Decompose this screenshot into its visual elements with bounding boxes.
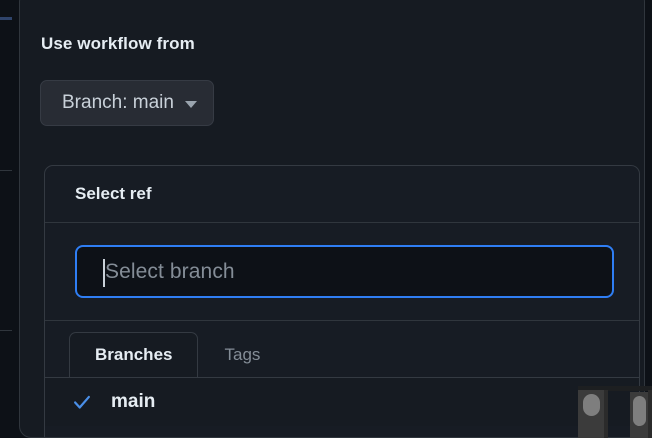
scrollbar-thumb-outer[interactable] xyxy=(633,396,646,426)
select-ref-header: Select ref xyxy=(45,166,639,223)
page-divider-upper xyxy=(0,170,12,171)
select-ref-panel: Select ref Select branch Branches Tags xyxy=(44,165,640,437)
branch-select-button-label: Branch: main xyxy=(62,92,174,113)
tab-branches[interactable]: Branches xyxy=(69,332,199,377)
check-icon xyxy=(74,395,90,409)
use-workflow-from-dialog: Use workflow from Branch: main Select re… xyxy=(19,0,645,438)
scrollbar-thumb-inner[interactable] xyxy=(583,394,600,416)
tab-tags[interactable]: Tags xyxy=(224,345,261,364)
use-workflow-from-label: Use workflow from xyxy=(41,34,195,53)
page-accent-line xyxy=(0,17,12,20)
scrollbar-gap xyxy=(604,390,608,438)
text-cursor xyxy=(103,259,105,287)
branch-search-input[interactable]: Select branch xyxy=(75,245,614,298)
scrollbar-top-cap xyxy=(578,386,652,391)
branch-select-button[interactable]: Branch: main xyxy=(40,80,214,126)
scrollbar-vertical-inner[interactable] xyxy=(578,390,604,438)
scrollbar-vertical-outer[interactable] xyxy=(630,392,648,438)
page-divider-lower xyxy=(0,330,12,331)
chevron-down-icon xyxy=(184,100,197,108)
branch-search-placeholder: Select branch xyxy=(105,259,235,283)
underlying-page-strip xyxy=(0,0,20,438)
scrollbar-edge xyxy=(648,390,652,438)
ref-tabs: Branches Tags xyxy=(45,321,639,377)
list-item[interactable]: main xyxy=(45,378,639,426)
ref-list: main xyxy=(45,377,639,426)
dialog-body: Use workflow from Branch: main Select re… xyxy=(20,1,644,437)
select-ref-search-area: Select branch xyxy=(45,223,639,321)
select-ref-title: Select ref xyxy=(75,184,152,203)
list-item-label: main xyxy=(111,391,156,412)
